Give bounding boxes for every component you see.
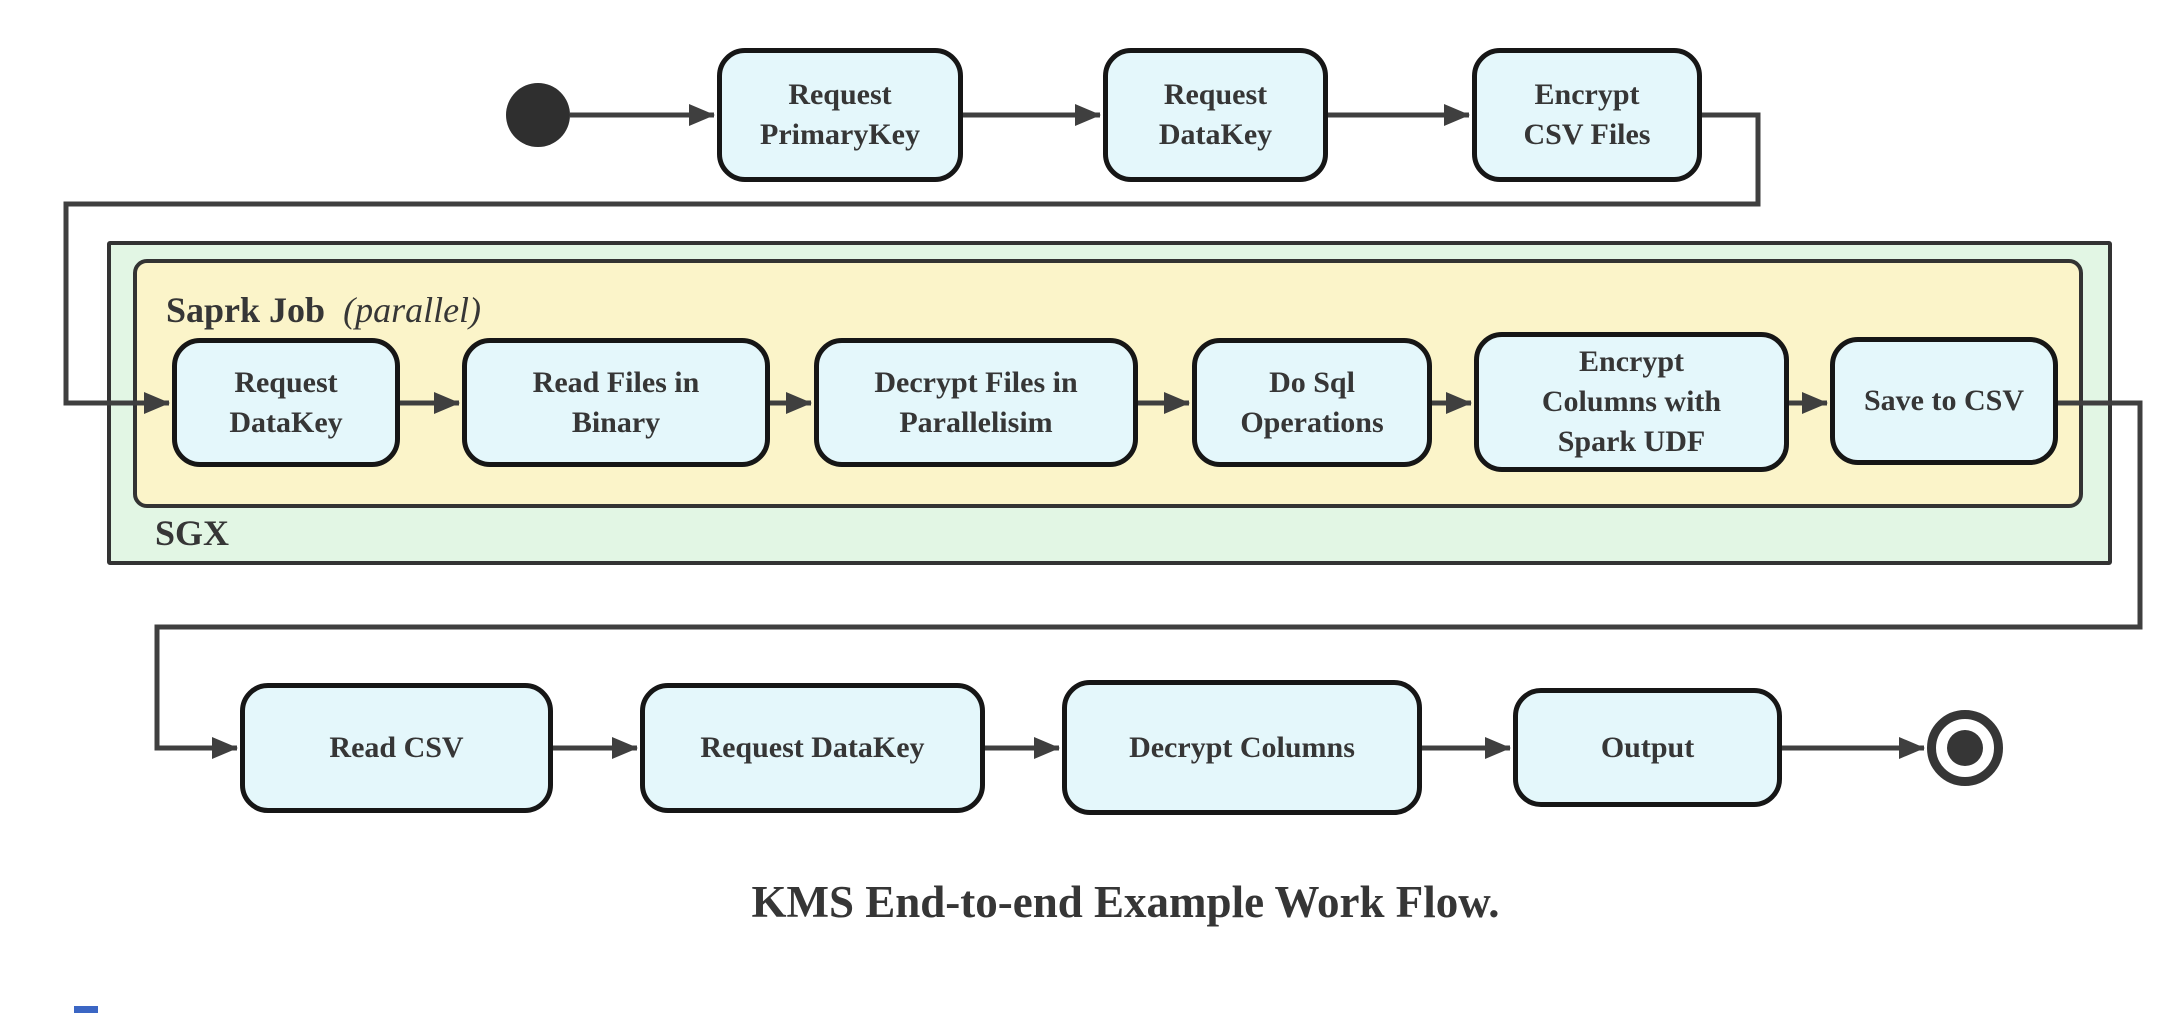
diagram-caption: KMS End-to-end Example Work Flow. — [751, 877, 1500, 927]
end-node-icon — [1927, 710, 2003, 786]
node-read-csv: Read CSV — [240, 683, 553, 813]
node-request-primarykey: Request PrimaryKey — [717, 48, 963, 182]
node-request-datakey-bottom: Request DataKey — [640, 683, 985, 813]
node-request-datakey-top: Request DataKey — [1103, 48, 1328, 182]
node-encrypt-columns-with-spark-udf: Encrypt Columns with Spark UDF — [1474, 332, 1789, 472]
node-sgx-request-datakey: Request DataKey — [172, 338, 400, 467]
sgx-label: SGX — [155, 513, 230, 553]
node-output: Output — [1513, 688, 1782, 807]
node-encrypt-csv-files: Encrypt CSV Files — [1472, 48, 1702, 182]
node-decrypt-files-in-parallelisim: Decrypt Files in Parallelisim — [814, 338, 1138, 467]
edge-encrypt-csv-files-to-sgx-request-datakey — [63, 112, 1761, 414]
spark-job-label-bold: Saprk Job — [166, 290, 326, 330]
node-do-sql-operations: Do Sql Operations — [1192, 338, 1432, 467]
node-read-files-in-binary: Read Files in Binary — [462, 338, 770, 467]
node-save-to-csv: Save to CSV — [1830, 337, 2058, 465]
blue-artifact-mark — [74, 1006, 98, 1013]
start-node-icon — [506, 83, 570, 147]
end-node-dot — [1947, 730, 1983, 766]
spark-job-label-parallel: (parallel) — [343, 290, 482, 330]
edge-save-csv-to-read-csv — [154, 400, 2143, 759]
node-decrypt-columns: Decrypt Columns — [1062, 680, 1422, 815]
spark-job-label: Saprk Job (parallel) — [166, 290, 481, 330]
